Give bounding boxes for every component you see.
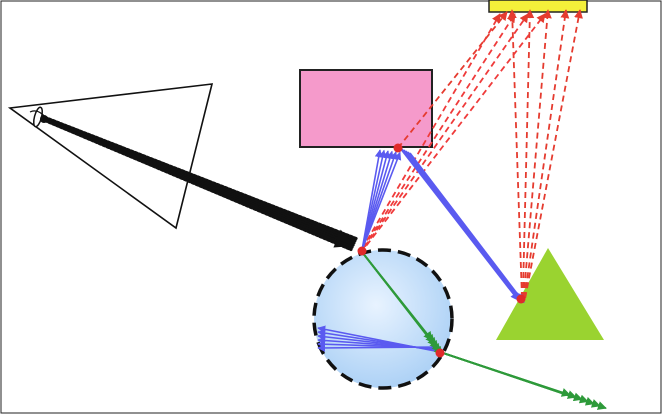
light-path-ray (365, 13, 546, 246)
camera-frustum (7, 83, 214, 230)
green-triangle (496, 248, 604, 340)
light-path-ray (524, 9, 583, 299)
light-path-ray (361, 13, 501, 250)
light-path-ray (507, 9, 523, 299)
sphere (312, 248, 454, 390)
refracted-ray (439, 351, 607, 410)
light-path-ray (523, 9, 570, 299)
secondary-ray (409, 152, 525, 304)
pink-box (299, 69, 433, 148)
path-vertex (357, 246, 367, 256)
path-vertex (516, 294, 526, 304)
light-path-ray (521, 9, 535, 299)
light-path-ray (362, 13, 516, 249)
secondary-ray-bundle (317, 147, 525, 353)
light-path-ray (364, 13, 529, 248)
camera-ray-bundle (43, 115, 358, 252)
camera-ray (43, 118, 353, 252)
refracted-ray-bundle (361, 251, 607, 410)
secondary-ray (317, 343, 441, 352)
path-vertex (393, 143, 403, 153)
refracted-ray (361, 251, 443, 356)
light-path-ray (397, 11, 508, 149)
secondary-ray (361, 151, 402, 251)
path-vertex (435, 348, 445, 358)
light-path-ray (522, 9, 552, 299)
light-source (488, 0, 588, 13)
path-vertices (357, 143, 526, 358)
light-path-bundle (361, 9, 583, 299)
